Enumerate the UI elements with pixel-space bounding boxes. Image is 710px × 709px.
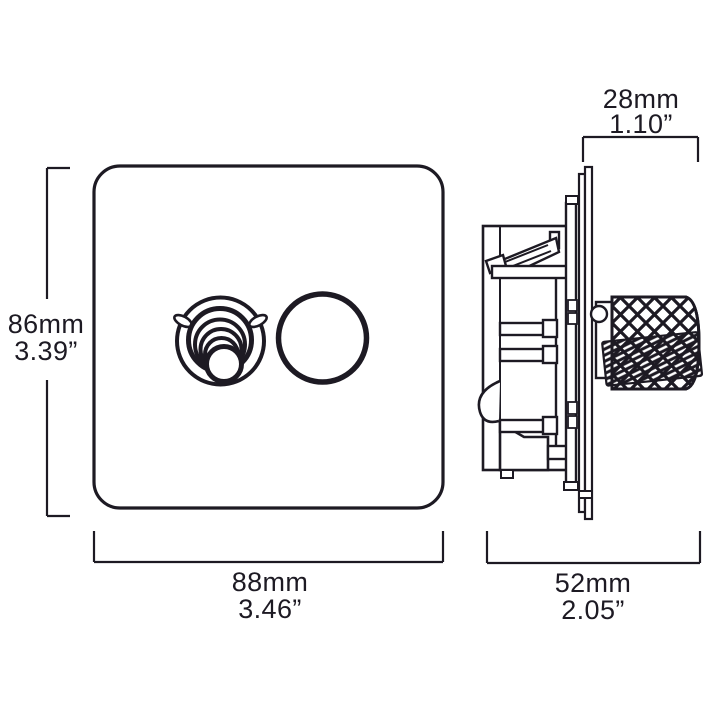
- side-view: [477, 165, 704, 521]
- toggle-switch: [173, 295, 268, 387]
- toggle-lever-tip: [204, 344, 244, 384]
- front-view: [92, 164, 445, 510]
- fixing-claw-bottom: [477, 379, 501, 424]
- height-dimension-mm: 86mm: [8, 309, 85, 339]
- projection-dimension-mm: 28mm: [603, 84, 680, 114]
- terminal-lugs: [498, 318, 559, 436]
- projection-dimension: 28mm 1.10”: [581, 84, 700, 162]
- projection-dimension-inches: 1.10”: [609, 109, 673, 139]
- faceplate-front: [92, 164, 445, 510]
- faceplate-side: [577, 165, 594, 521]
- width-dimension-inches: 3.46”: [238, 594, 302, 624]
- height-dimension-inches: 3.39”: [14, 336, 78, 366]
- width-dimension-mm: 88mm: [232, 567, 309, 597]
- dimmer-knob-front: [275, 291, 370, 385]
- depth-dimension: 52mm 2.05”: [485, 531, 702, 625]
- width-dimension: 88mm 3.46”: [92, 531, 445, 624]
- height-dimension: 86mm 3.39”: [8, 166, 85, 518]
- knob-collar: [589, 300, 614, 380]
- depth-dimension-mm: 52mm: [555, 568, 632, 598]
- knob-grip-band: [601, 331, 704, 387]
- mounting-yoke: [563, 195, 579, 491]
- dimmer-knob-side: [601, 295, 704, 391]
- depth-dimension-inches: 2.05”: [561, 595, 625, 625]
